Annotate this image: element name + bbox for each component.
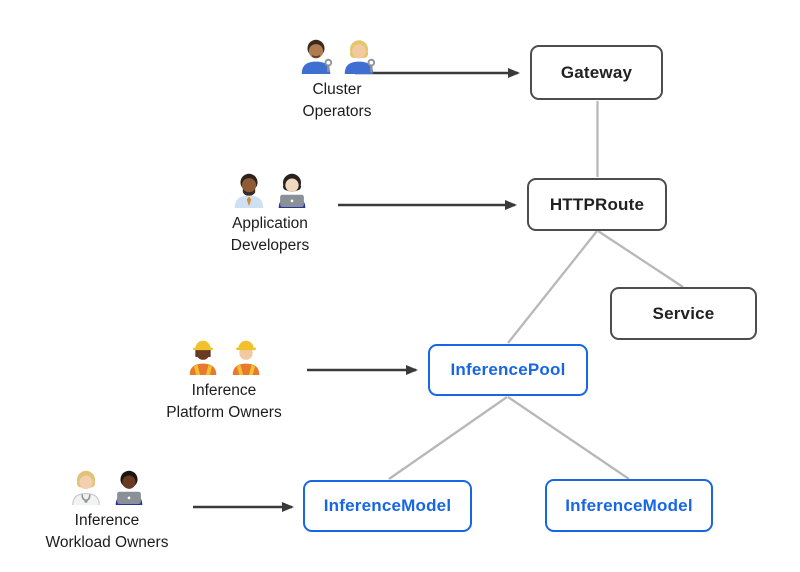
woman-mechanic-emoji [344, 40, 375, 74]
actor-cluster-operators: Cluster Operators [247, 36, 427, 123]
node-httproute: HTTPRoute [527, 178, 667, 231]
node-inferencemodel-2-label: InferenceModel [565, 495, 693, 515]
edge-inferencepool-inferencemodel-1 [388, 396, 508, 480]
man-office-worker-emoji [234, 173, 263, 208]
inference-workload-owners-label: Inference Workload Owners [45, 512, 169, 551]
cluster-operators-emojis [297, 36, 378, 74]
node-inferencemodel-1: InferenceModel [303, 480, 472, 532]
node-httproute-label: HTTPRoute [549, 194, 645, 214]
woman-construction-worker-emoji [189, 340, 216, 375]
node-service: Service [610, 287, 757, 340]
inference-platform-owners-emojis [184, 337, 265, 375]
node-inferencemodel-1-label: InferenceModel [323, 496, 452, 515]
node-inferencepool: InferencePool [428, 344, 588, 396]
man-mechanic-emoji [301, 39, 332, 74]
actor-application-developers: Application Developers [180, 170, 360, 257]
health-worker-emoji [71, 470, 100, 505]
cluster-operators-label: Cluster Operators [302, 81, 372, 120]
node-inferencemodel-2: InferenceModel [545, 479, 713, 532]
actor-inference-workload-owners: Inference Workload Owners [17, 467, 197, 554]
actor-inference-platform-owners: Inference Platform Owners [134, 337, 314, 424]
woman-technologist-emoji [278, 173, 305, 208]
edge-inferencepool-inferencemodel-2 [507, 396, 630, 480]
man-construction-worker-emoji [232, 340, 259, 375]
edge-httproute-service [597, 230, 684, 288]
inference-platform-owners-label: Inference Platform Owners [166, 382, 282, 421]
man-technologist-emoji [115, 470, 142, 505]
node-gateway-label: Gateway [560, 62, 633, 82]
application-developers-emojis [230, 170, 311, 208]
node-inferencepool-label: InferencePool [450, 360, 566, 379]
edge-httproute-inferencepool [507, 230, 598, 344]
inference-workload-owners-emojis [67, 467, 148, 505]
node-gateway: Gateway [530, 45, 663, 100]
application-developers-label: Application Developers [230, 215, 310, 254]
node-service-label: Service [652, 303, 715, 323]
